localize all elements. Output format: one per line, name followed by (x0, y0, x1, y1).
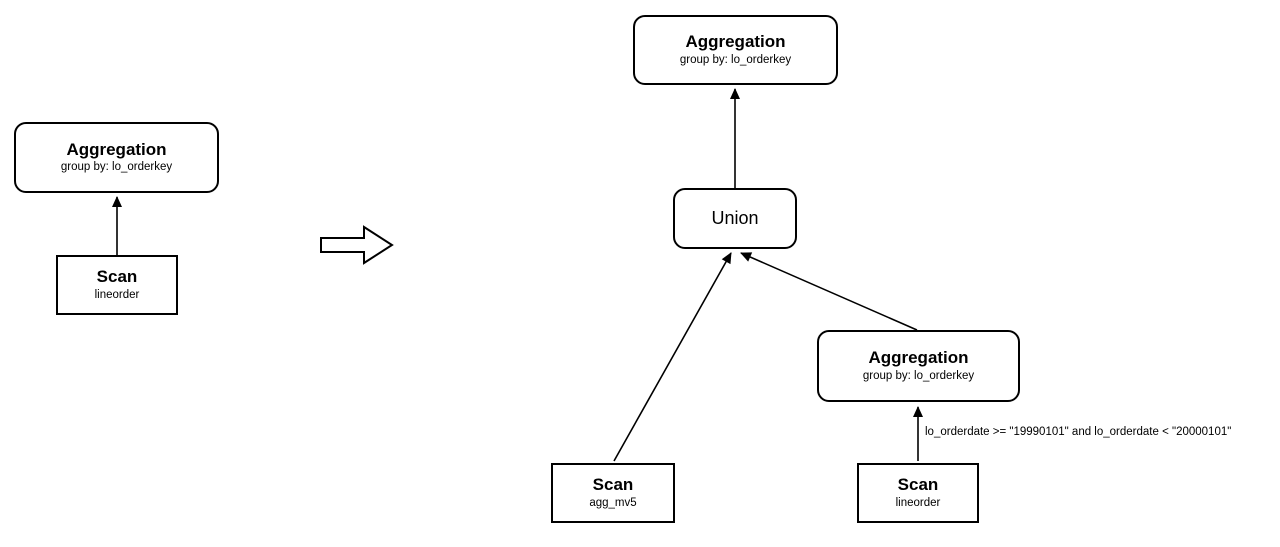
node-title: Aggregation (685, 32, 786, 52)
edge-aggregation-right-to-union (740, 252, 918, 331)
node-subtitle: lineorder (895, 496, 941, 509)
node-title: Aggregation (868, 348, 969, 368)
node-subtitle: group by: lo_orderkey (862, 369, 975, 382)
transform-arrow-icon (320, 225, 394, 265)
node-title: Scan (897, 475, 939, 495)
filter-predicate-label: lo_orderdate >= "19990101" and lo_orderd… (925, 426, 1232, 438)
node-scan-aggmv5: Scan agg_mv5 (551, 463, 675, 523)
node-title: Union (711, 207, 759, 228)
node-scan-left: Scan lineorder (56, 255, 178, 315)
node-scan-lineorder: Scan lineorder (857, 463, 979, 523)
edge-scanmv-to-union (613, 252, 732, 462)
node-title: Aggregation (66, 139, 167, 159)
node-union: Union (673, 188, 797, 249)
node-aggregation-top: Aggregation group by: lo_orderkey (633, 15, 838, 85)
node-title: Scan (96, 267, 138, 287)
node-subtitle: group by: lo_orderkey (679, 53, 792, 66)
node-subtitle: lineorder (94, 288, 140, 301)
node-title: Scan (592, 475, 634, 495)
node-subtitle: agg_mv5 (589, 496, 637, 509)
node-subtitle: group by: lo_orderkey (60, 161, 173, 174)
node-aggregation-right: Aggregation group by: lo_orderkey (817, 330, 1020, 402)
node-aggregation-left: Aggregation group by: lo_orderkey (14, 122, 219, 193)
